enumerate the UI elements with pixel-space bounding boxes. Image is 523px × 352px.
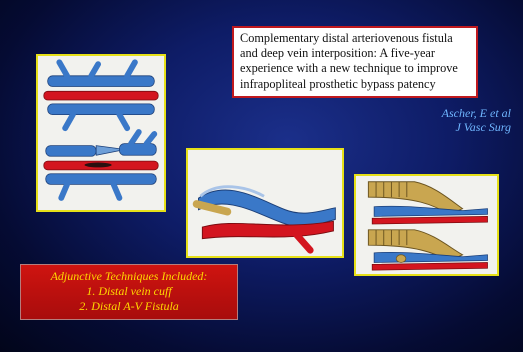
title-line: experience with a new technique to impro…	[240, 61, 470, 76]
upper-vessel-pair	[44, 62, 158, 128]
av-fistula-illustration	[356, 176, 497, 274]
av-fistula-illustration-panel	[354, 174, 499, 276]
citation-author: Ascher, E et al	[351, 106, 511, 120]
title-line: Complementary distal arteriovenous fistu…	[240, 31, 470, 46]
citation-journal: J Vasc Surg	[351, 120, 511, 134]
vein-artery-illustration-panel	[36, 54, 166, 212]
title-line: and deep vein interposition: A five-year	[240, 46, 470, 61]
upper-graft	[368, 182, 487, 224]
vein-cuff-illustration-panel	[186, 148, 344, 258]
title-box: Complementary distal arteriovenous fistu…	[232, 26, 478, 98]
vessel-illustration	[38, 56, 164, 210]
adjunctive-techniques-box: Adjunctive Techniques Included: 1. Dista…	[20, 264, 238, 320]
citation: Ascher, E et al J Vasc Surg	[351, 106, 511, 134]
techniques-heading: Adjunctive Techniques Included:	[21, 269, 237, 284]
technique-item: 1. Distal vein cuff	[21, 284, 237, 299]
vein-cuff-illustration	[188, 150, 342, 256]
lower-graft	[368, 230, 487, 270]
title-line: infrapopliteal prosthetic bypass patency	[240, 77, 470, 92]
lower-vessel-pair	[44, 132, 158, 198]
technique-item: 2. Distal A-V Fistula	[21, 299, 237, 314]
